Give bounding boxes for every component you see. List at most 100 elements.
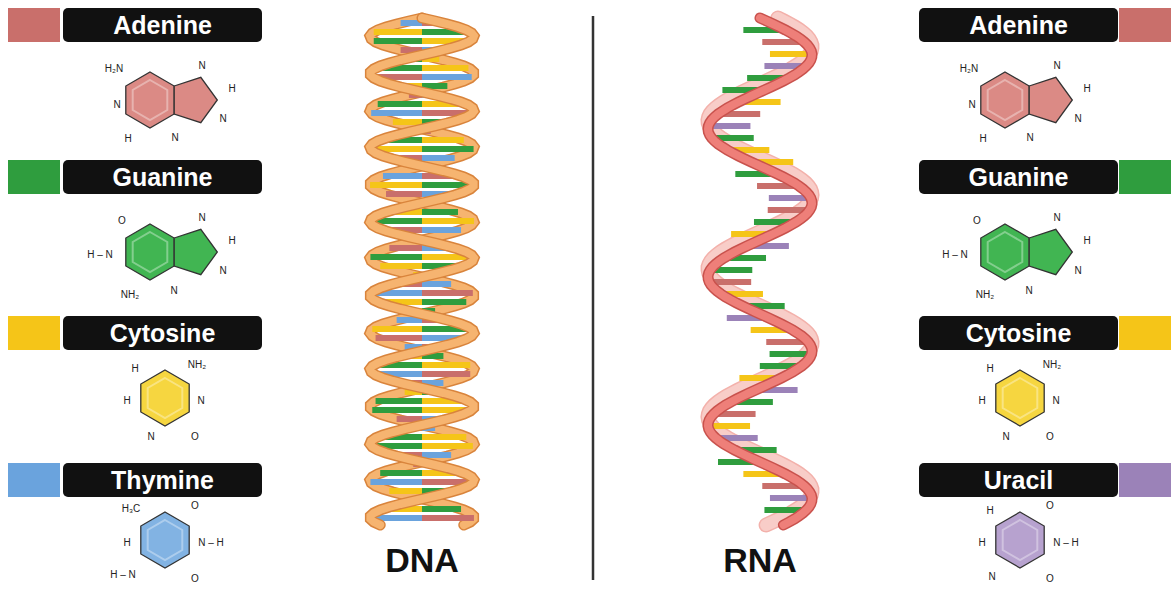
base-pair-bar [386,191,422,197]
atom-label: N [112,99,121,110]
atom-label: N – H [197,537,225,548]
atom-label: NH₂ [120,289,140,300]
guanine-structure [126,224,218,280]
atom-label: O [1045,500,1055,511]
name-box: Cytosine [63,316,262,350]
name-box: Guanine [63,160,262,194]
base-pair-bar [422,434,466,440]
legend-swatch [1119,463,1171,497]
legend-item: Guanine [8,160,262,194]
legend-swatch [8,463,60,497]
atom-label: N [197,60,206,71]
atom-label: H₂N [104,63,124,74]
atom-label: N [1073,113,1082,124]
name-box: Adenine [63,8,262,42]
name-box: Adenine [919,8,1118,42]
atom-label: N [197,212,206,223]
base-pair-bar [422,443,473,449]
base-pair-bar [422,227,461,233]
backbone-strand [708,18,812,525]
legend-swatch [1119,160,1171,194]
base-pair-bar [374,38,422,44]
atom-label: N [1024,285,1033,296]
atom-label: N [1052,212,1061,223]
base-pair-bar [372,407,422,413]
helix-group [370,18,812,525]
base-pair-bar [422,515,474,521]
base-name: Cytosine [966,319,1072,348]
legend-item: Cytosine [8,316,262,350]
backbone-strand [708,18,812,525]
atom-label: H [985,363,994,374]
atom-label: N [218,265,227,276]
atom-label: N [1073,265,1082,276]
base-pair-bar [383,173,422,179]
atom-label: O [1045,431,1055,442]
atom-label: N [1001,431,1010,442]
base-pair-bar [389,245,422,251]
adenine-structure [126,72,218,128]
atom-label: N [987,571,996,582]
base-pair-bar [370,254,422,260]
atom-label: NH₂ [1042,359,1062,370]
atom-label: O [1045,573,1055,584]
base-pair-bar [374,29,422,35]
legend-swatch [8,316,60,350]
atom-label: N [967,99,976,110]
atom-label: O [190,431,200,442]
legend-item: Adenine [919,8,1171,42]
base-pair-bar [422,371,470,377]
base-pair-bar [422,362,470,368]
base-name: Guanine [968,163,1068,192]
base-pair-bar [378,101,422,107]
backbone-strand [370,18,474,525]
atom-label: H₂N [959,63,979,74]
base-pair-bar [393,119,422,125]
atom-label: N [1025,132,1034,143]
atom-label: H [977,395,986,406]
atom-label: H [227,235,236,246]
molecule-title: DNA [385,541,459,579]
divider-line [592,16,595,580]
base-pair-bar [422,146,474,152]
base-name: Thymine [111,466,214,495]
guanine-structure [981,224,1073,280]
atom-label: H [985,505,994,516]
base-pair-bar [422,65,468,71]
atom-label: O [190,500,200,511]
legend-item: Cytosine [919,316,1171,350]
base-pair-bar [371,110,422,116]
base-name: Uracil [984,466,1053,495]
legend-item: Uracil [919,463,1171,497]
atom-label: N [1051,395,1060,406]
atom-label: O [190,573,200,584]
atom-label: N [169,285,178,296]
molecule-title: RNA [723,541,797,579]
atom-label: N [1052,60,1061,71]
base-pair-bar [389,488,422,494]
base-pair-bar [422,155,455,161]
adenine-structure [981,72,1073,128]
base-pair-bar [422,452,451,458]
base-name: Adenine [113,11,212,40]
base-pair-bar [370,479,422,485]
legend-item: Guanine [919,160,1171,194]
atom-label: H [122,537,131,548]
base-pair-bar [422,209,458,215]
base-name: Cytosine [110,319,216,348]
atom-label: H – N [109,569,137,580]
name-box: Cytosine [919,316,1118,350]
atom-label: H₃C [121,503,142,514]
atom-label: H [227,83,236,94]
atom-label: O [117,215,127,226]
base-pair-bar [376,398,422,404]
base-pair-bar [422,74,472,80]
base-pair-bar [370,182,422,188]
base-pair-bar [422,506,461,512]
backbone-strand [708,18,812,525]
legend-swatch [8,160,60,194]
name-box: Thymine [63,463,262,497]
atom-label: N [170,132,179,143]
